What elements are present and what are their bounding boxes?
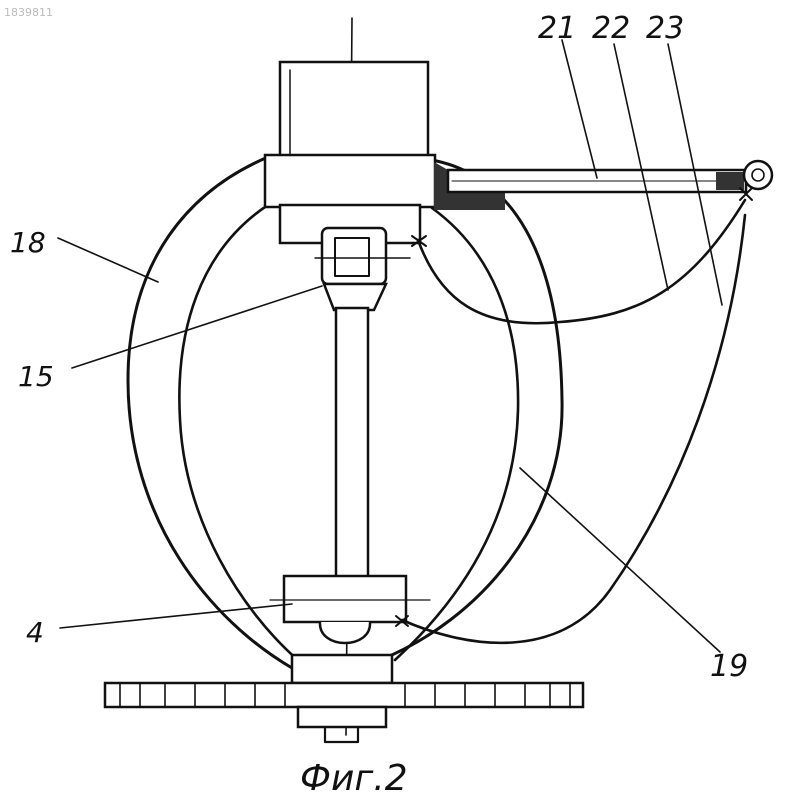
vertical-shaft [336,308,368,608]
callout-15: 15 [18,360,54,393]
wire-23 [402,215,745,643]
leader-21 [562,40,597,178]
figure-caption: Фиг.2 [300,758,408,799]
callout-4: 4 [26,616,44,649]
callout-21: 21 [538,11,576,46]
leader-19 [520,468,720,652]
document-id: 1839811 [4,6,53,19]
callout-23: 23 [646,11,684,46]
bottom-nut [298,707,386,727]
base-hub [292,655,392,683]
upper-joint-fork [324,284,386,310]
rod-21-eyelet [744,161,772,189]
gear-disk [105,683,583,707]
leader-18 [58,238,158,282]
bottom-bolt [325,727,358,742]
motor-housing [280,62,428,158]
clamp-block [265,155,435,207]
ball-joint [320,622,370,643]
callout-22: 22 [592,11,630,46]
lower-block [284,576,406,622]
contact-marks [396,188,752,626]
callout-18: 18 [10,226,46,259]
callout-19: 19 [710,649,748,684]
leader-22 [614,44,668,290]
wire-22 [418,200,745,323]
